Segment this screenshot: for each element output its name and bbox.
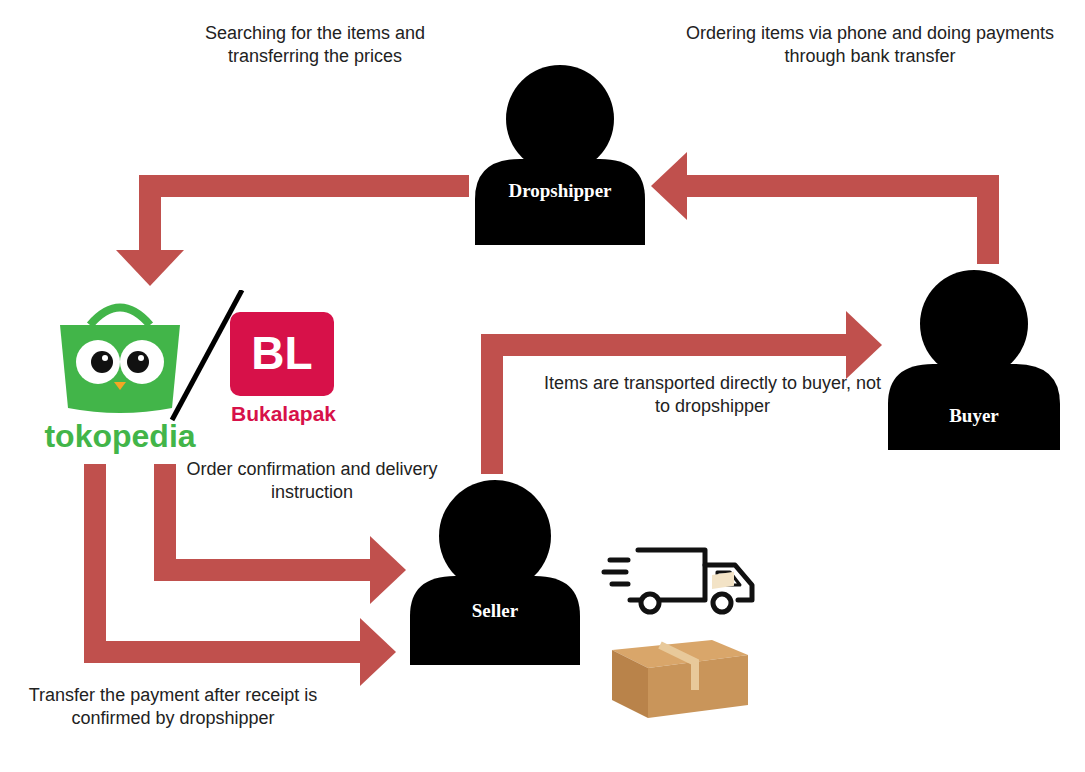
flow-arrow	[116, 186, 469, 286]
arrow-head	[846, 311, 882, 379]
node-shape	[475, 65, 645, 245]
parcel-box-icon	[612, 572, 748, 718]
arrow-head	[116, 250, 184, 286]
buyer-figure: Buyer	[888, 270, 1060, 450]
arrow-shaft	[687, 186, 988, 264]
edge-label: Items are transported directly to buyer,…	[540, 372, 885, 419]
marketplace-logos: tokopedia BL Bukalapak	[20, 290, 355, 460]
arrow-shaft	[165, 464, 370, 570]
arrow-head	[370, 536, 406, 604]
edge-label: Transfer the payment after receipt is co…	[8, 684, 338, 731]
tokopedia-logo	[60, 308, 180, 414]
seller-figure: Seller	[410, 480, 580, 665]
edge-label: Searching for the items and transferring…	[160, 22, 470, 69]
node-title: Seller	[410, 600, 580, 622]
logo-text: BL	[230, 326, 334, 380]
node-title: Dropshipper	[475, 180, 645, 202]
flow-arrow	[651, 152, 988, 264]
logo-text: Bukalapak	[216, 402, 351, 426]
edge-label: Order confirmation and delivery instruct…	[182, 458, 442, 505]
arrow-head	[360, 618, 396, 686]
truck-icon	[604, 550, 752, 612]
node-shape	[410, 480, 580, 665]
node-title: Buyer	[888, 405, 1060, 427]
arrow-shaft	[150, 186, 469, 250]
node-title: tokopedia	[20, 418, 220, 455]
dropshipper-figure: Dropshipper	[475, 65, 645, 245]
edge-label: Ordering items via phone and doing payme…	[655, 22, 1085, 69]
bukalapak-logo	[230, 312, 334, 396]
arrow-head	[651, 152, 687, 220]
